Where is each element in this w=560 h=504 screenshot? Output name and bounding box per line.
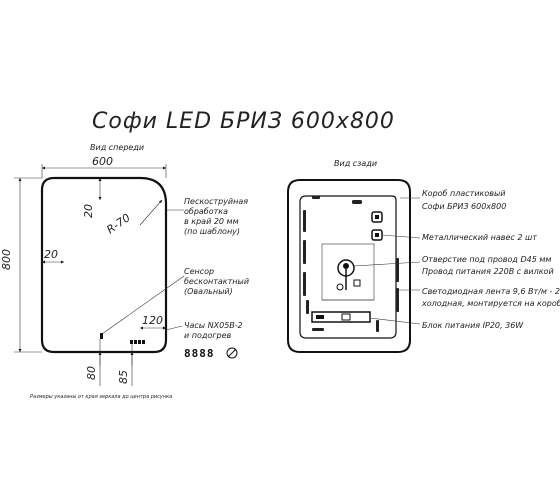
sensor-leader <box>101 275 185 335</box>
callout-led-1: Светодиодная лента 9,6 Вт/м - 2,4 м. <box>422 287 560 296</box>
hanger-bottom <box>371 229 383 241</box>
callout-clock-1: Часы NX05B-2 <box>184 321 243 330</box>
callout-sandblast-4: (по шаблону) <box>184 227 240 236</box>
psu-leader <box>369 317 421 325</box>
dim-inset-top: 20 <box>82 204 95 218</box>
cable-clip <box>353 279 361 287</box>
cable-area <box>321 243 375 301</box>
callout-led-2: холодная, монтируется на короб <box>421 299 560 308</box>
led-slots <box>303 196 399 332</box>
cable-plug <box>343 263 349 269</box>
dim-width: 600 <box>92 155 113 168</box>
back-view-label: Вид сзади <box>334 159 377 168</box>
heating-icon <box>226 347 238 359</box>
back-outer-outline <box>287 179 411 353</box>
power-supply <box>311 311 371 323</box>
cable-connector <box>336 283 344 291</box>
psu-terminal <box>316 315 324 319</box>
callout-psu: Блок питания IP20, 36W <box>422 321 524 330</box>
dim-radius: R-70 <box>104 211 132 236</box>
callout-sandblast-1: Пескоструйная <box>184 197 248 206</box>
dim-height: 800 <box>0 249 13 270</box>
dim-120: 120 <box>142 314 163 327</box>
mirror-outline <box>40 176 168 354</box>
callout-hanger: Металлический навес 2 шт <box>422 233 537 242</box>
psu-connector <box>341 313 351 321</box>
callout-clock-2: и подогрев <box>184 331 231 340</box>
hanger-top <box>371 211 383 223</box>
callout-hole-2: Провод питания 220В с вилкой <box>422 267 554 276</box>
front-view-label: Вид спереди <box>90 143 144 152</box>
dim-inset-left: 20 <box>44 248 58 261</box>
callout-hole-1: Отверстие под провод D45 мм <box>422 255 551 264</box>
hole-leader <box>353 261 421 267</box>
callout-sensor-3: (Овальный) <box>184 287 233 296</box>
callout-sensor-1: Сенсор <box>184 267 214 276</box>
callout-sandblast-3: в край 20 мм <box>184 217 239 226</box>
sensor-mark <box>100 333 103 339</box>
callout-box-1: Короб пластиковый <box>422 189 505 198</box>
callout-sandblast-2: обработка <box>184 207 228 216</box>
clock-display: 8888 <box>184 347 215 360</box>
drawing-title: Софи LED БРИЗ 600x800 <box>92 109 395 134</box>
callout-sensor-2: бесконтактный <box>184 277 249 286</box>
footnote: Размеры указаны от края зеркала до центр… <box>30 394 172 400</box>
clock-mark <box>130 340 145 344</box>
callout-box-2: Софи БРИЗ 600x800 <box>422 202 506 211</box>
clock-leader <box>165 325 183 331</box>
dim-80: 80 <box>85 366 98 380</box>
dim-85: 85 <box>117 370 130 384</box>
radius-leader <box>139 199 163 226</box>
hanger-leader <box>381 234 421 239</box>
back-inner-box <box>299 195 397 339</box>
